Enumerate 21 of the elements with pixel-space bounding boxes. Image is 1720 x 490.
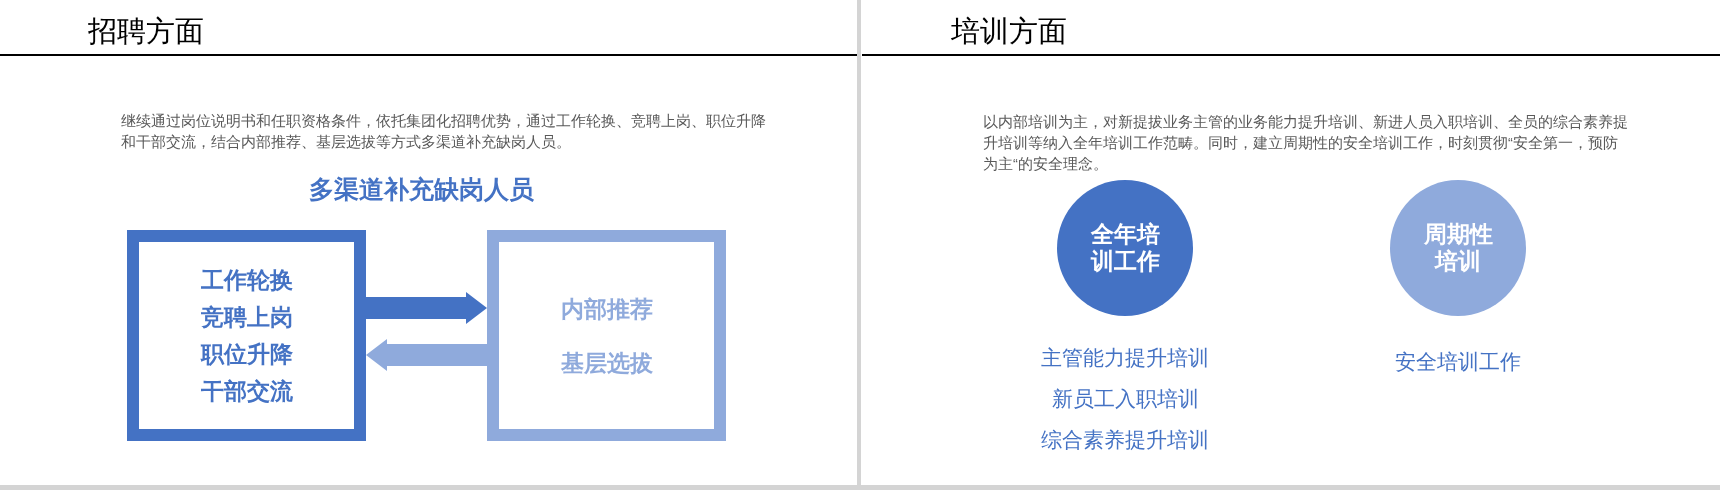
training-item: 主管能力提升培训 [1041, 344, 1209, 371]
subheading: 多渠道补充缺岗人员 [308, 174, 534, 205]
list-box [127, 230, 366, 441]
training-item: 综合素养提升培训 [1041, 426, 1209, 453]
list-box [487, 230, 726, 441]
training-item: 安全培训工作 [1395, 348, 1521, 375]
circle-label: 周期性培训 [1422, 221, 1494, 275]
item-text: 内部推荐 [560, 294, 653, 324]
intro-paragraph: 以内部培训为主，对新提拔业务主管的业务能力提升培训、新进人员入职培训、全员的综合素养提升培训等纳入全年培训工作范畴。同时，建立周期性的安全培训工作，时刻贯彻“安全第一，预防为主“的安全理念。 [983, 113, 1629, 174]
item-text: 职位升降 [200, 339, 293, 369]
item-text: 基层选拔 [560, 348, 653, 378]
intro-paragraph: 继续通过岗位说明书和任职资格条件，依托集团化招聘优势，通过工作轮换、竞聘上岗、职位升降和干部交流，结合内部推荐、基层选拔等方式多渠道补充缺岗人员。 [121, 112, 767, 152]
item-text: 竞聘上岗 [200, 302, 293, 332]
item-text: 工作轮换 [200, 265, 293, 295]
section-title: 招聘方面 [88, 14, 204, 49]
circle-label: 全年培训工作 [1089, 221, 1161, 275]
arrow [366, 339, 487, 371]
training-item: 新员工入职培训 [1051, 385, 1199, 412]
section-title: 培训方面 [951, 14, 1067, 49]
item-text: 干部交流 [200, 376, 293, 406]
arrow [366, 292, 487, 324]
